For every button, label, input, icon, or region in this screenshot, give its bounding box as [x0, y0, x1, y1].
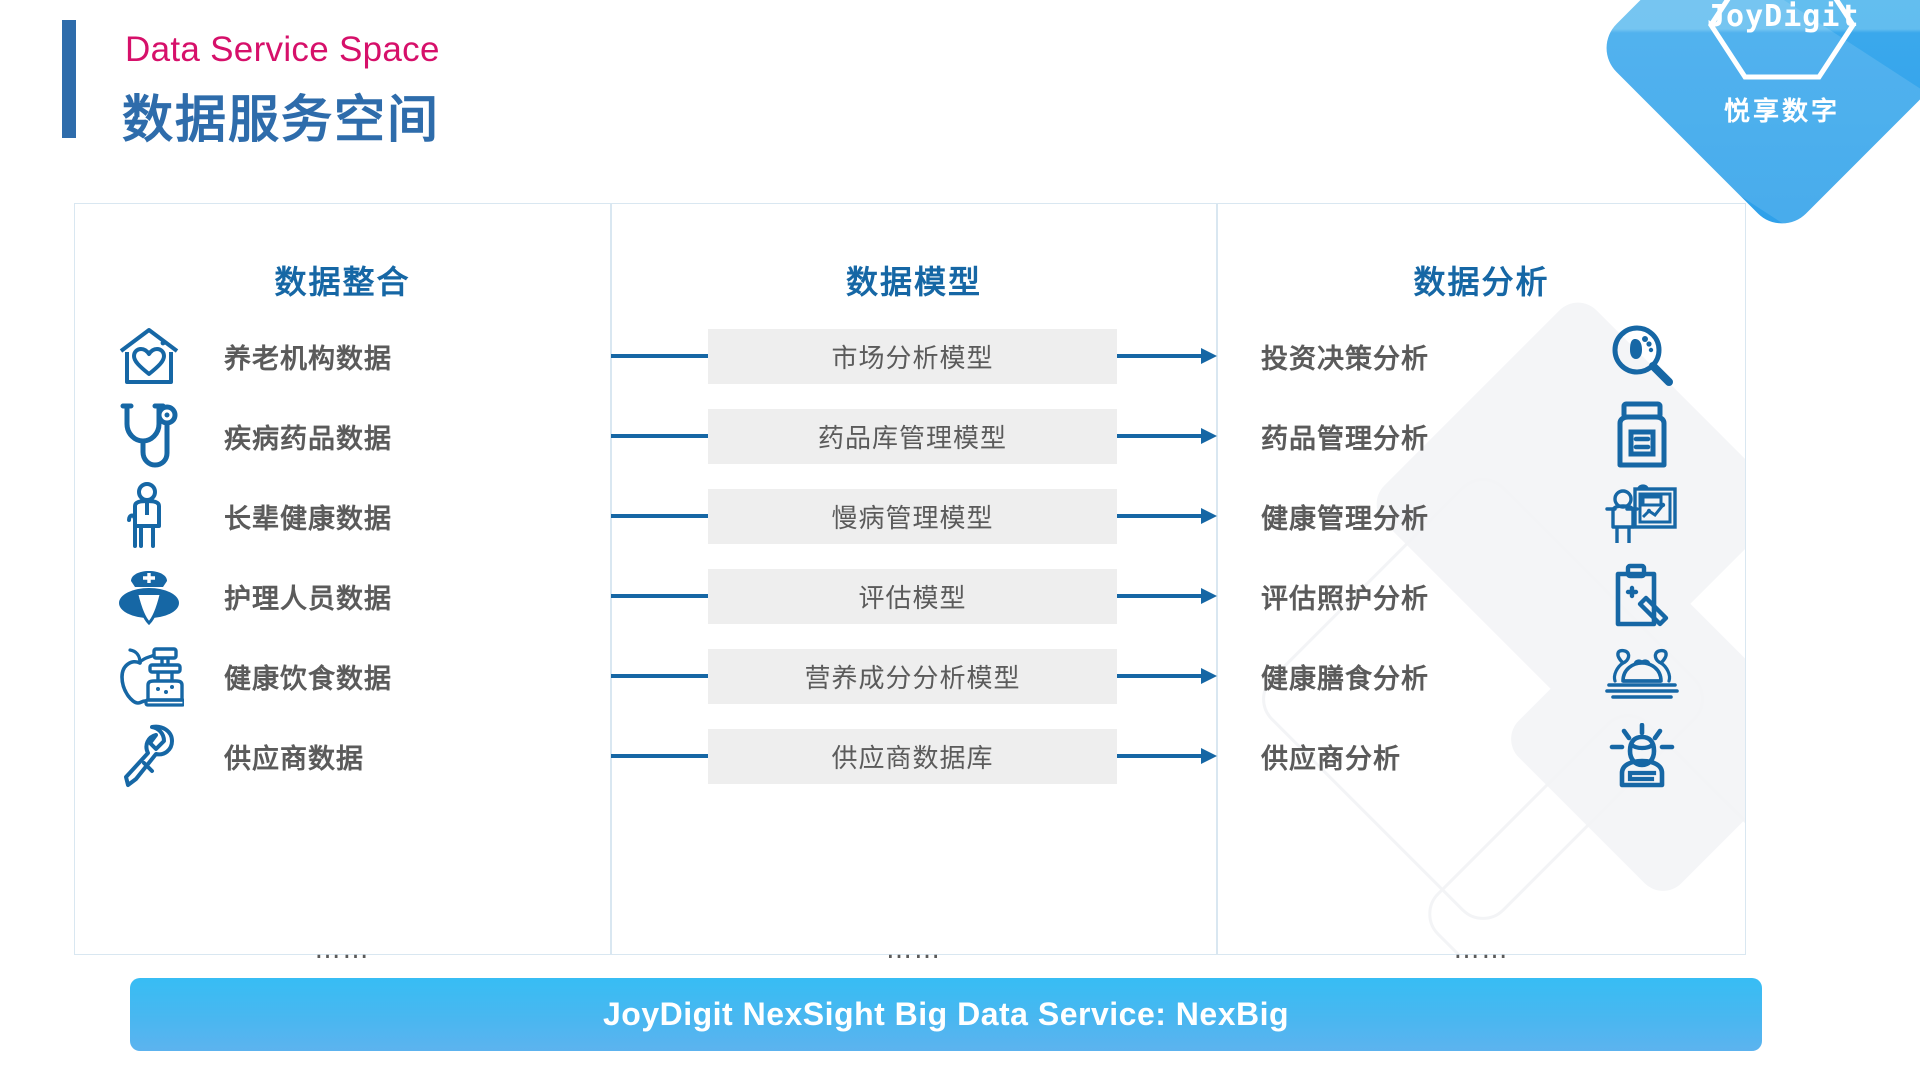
- model-row: 营养成分分析模型: [611, 638, 1217, 714]
- arrow-right-icon: [1117, 666, 1217, 686]
- analysis-label: 药品管理分析: [1261, 423, 1429, 455]
- connector-line: [611, 514, 708, 518]
- connector-line: [611, 674, 708, 678]
- analysis-row: 健康膳食分析: [1217, 638, 1746, 714]
- analysis-row: 评估照护分析: [1217, 558, 1746, 634]
- arrow-right-icon: [1117, 746, 1217, 766]
- footprint-search-icon: [1537, 323, 1746, 389]
- supplier-person-icon: [1537, 723, 1746, 789]
- arrow-right-icon: [1117, 506, 1217, 526]
- connector-line: [611, 434, 708, 438]
- home-heart-icon: [74, 325, 224, 387]
- integration-label: 养老机构数据: [224, 343, 392, 375]
- connector-line: [611, 594, 708, 598]
- connector-line: [611, 354, 708, 358]
- banner-text: JoyDigit NexSight Big Data Service: NexB…: [602, 996, 1290, 1032]
- integration-label: 护理人员数据: [224, 583, 392, 615]
- panel-data-analysis: 数据分析: [1217, 203, 1746, 955]
- more-dots-middle: ……: [886, 935, 942, 965]
- analysis-label: 健康管理分析: [1261, 503, 1429, 535]
- food-platter-icon: [1537, 647, 1746, 705]
- panel-data-integration: 数据整合: [74, 203, 611, 955]
- integration-row: 健康饮食数据: [74, 638, 611, 714]
- header-accent-bar: [62, 20, 76, 138]
- model-row: 评估模型: [611, 558, 1217, 634]
- integration-row: 供应商数据: [74, 718, 611, 794]
- integration-label: 供应商数据: [224, 743, 364, 775]
- stethoscope-icon: [74, 402, 224, 470]
- analysis-label: 评估照护分析: [1261, 583, 1429, 615]
- more-dots-right: ……: [1453, 935, 1510, 965]
- analysis-label: 供应商分析: [1261, 743, 1401, 775]
- bottom-banner: JoyDigit NexSight Big Data Service: NexB…: [130, 978, 1762, 1051]
- analysis-row: 健康管理分析: [1217, 478, 1746, 554]
- integration-label: 长辈健康数据: [224, 503, 392, 535]
- clipboard-pen-icon: [1537, 562, 1746, 630]
- integration-row: 长辈健康数据: [74, 478, 611, 554]
- analysis-label: 投资决策分析: [1261, 343, 1429, 375]
- header-eyebrow: Data Service Space: [125, 30, 440, 69]
- model-row: 供应商数据库: [611, 718, 1217, 794]
- model-row: 药品库管理模型: [611, 398, 1217, 474]
- model-box[interactable]: 评估模型: [708, 568, 1117, 624]
- panel-title-left: 数据整合: [274, 263, 411, 301]
- nurse-icon: [74, 567, 224, 625]
- analysis-label: 健康膳食分析: [1261, 663, 1429, 695]
- model-row: 市场分析模型: [611, 318, 1217, 394]
- model-box[interactable]: 药品库管理模型: [708, 408, 1117, 464]
- more-dots-left: ……: [314, 935, 371, 965]
- model-box[interactable]: 营养成分分析模型: [708, 648, 1117, 704]
- arrow-right-icon: [1117, 586, 1217, 606]
- integration-row: 护理人员数据: [74, 558, 611, 634]
- analysis-row: 供应商分析: [1217, 718, 1746, 794]
- analysis-row: 药品管理分析: [1217, 398, 1746, 474]
- joydigit-logo-diamond: [1592, 0, 1920, 238]
- page-title: 数据服务空间: [122, 91, 441, 150]
- model-row: 慢病管理模型: [611, 478, 1217, 554]
- presenter-chart-icon: [1537, 483, 1746, 549]
- integration-label: 疾病药品数据: [224, 423, 392, 455]
- wrench-icon: [74, 723, 224, 789]
- model-box[interactable]: 供应商数据库: [708, 728, 1117, 784]
- model-box[interactable]: 慢病管理模型: [708, 488, 1117, 544]
- apple-blender-icon: [74, 645, 224, 707]
- panel-data-model: 数据模型: [611, 203, 1217, 955]
- integration-row: 养老机构数据: [74, 318, 611, 394]
- integration-row: 疾病药品数据: [74, 398, 611, 474]
- elderly-cane-icon: [74, 482, 224, 550]
- panel-title-right: 数据分析: [1413, 263, 1550, 301]
- arrow-right-icon: [1117, 346, 1217, 366]
- arrow-right-icon: [1117, 426, 1217, 446]
- panel-title-middle: 数据模型: [845, 263, 982, 301]
- model-box[interactable]: 市场分析模型: [708, 328, 1117, 384]
- pill-bottle-icon: [1537, 401, 1746, 471]
- analysis-row: 投资决策分析: [1217, 318, 1746, 394]
- integration-label: 健康饮食数据: [224, 663, 392, 695]
- connector-line: [611, 754, 708, 758]
